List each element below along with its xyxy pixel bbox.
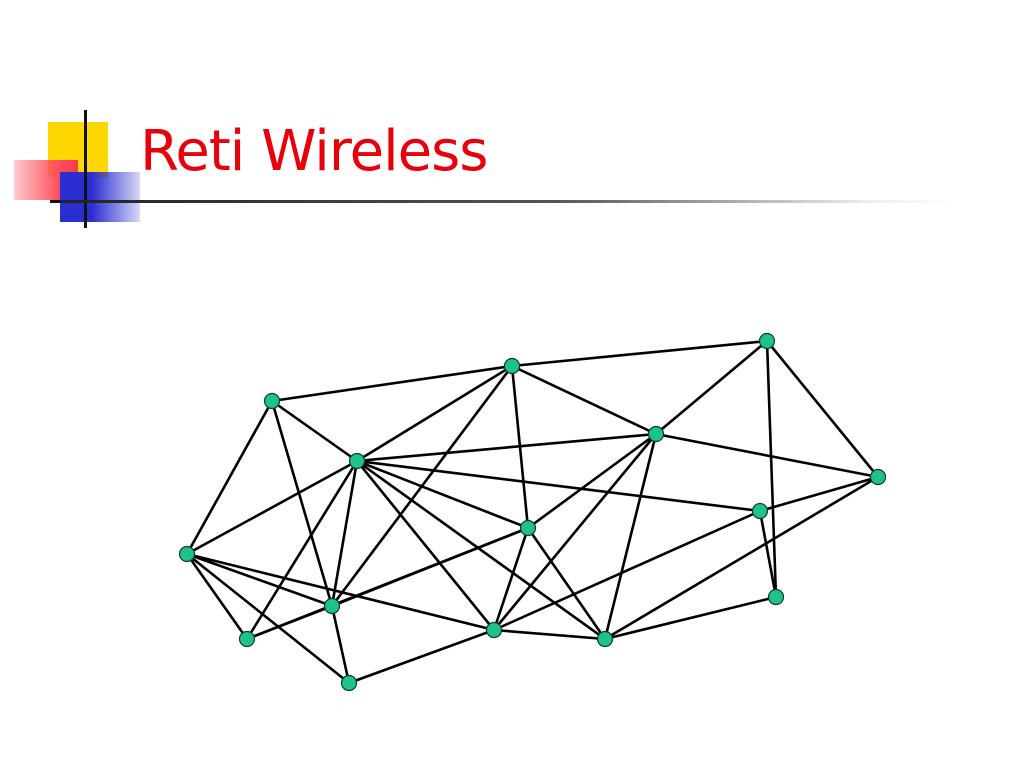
network-nodes xyxy=(178,332,887,692)
network-link-g-k xyxy=(185,553,249,640)
network-link-l-n xyxy=(348,628,495,685)
network-link-a-b xyxy=(271,364,513,403)
network-link-e-m xyxy=(603,433,658,640)
network-link-h-m xyxy=(526,527,607,640)
network-link-d-h xyxy=(356,459,529,530)
network-link-d-i xyxy=(356,459,761,513)
network-node-f xyxy=(869,468,887,486)
network-node-o xyxy=(767,588,785,606)
network-link-l-m xyxy=(493,628,606,641)
network-link-e-l xyxy=(492,433,658,631)
network-link-e-h xyxy=(527,432,657,530)
logo-blue-square xyxy=(60,172,140,222)
network-node-l xyxy=(485,621,503,639)
network-link-g-n xyxy=(186,552,350,685)
network-link-d-e xyxy=(356,432,657,463)
network-node-e xyxy=(647,425,665,443)
network-link-d-m xyxy=(356,459,606,641)
network-node-c xyxy=(758,332,776,350)
network-link-h-k xyxy=(246,526,529,641)
network-link-d-l xyxy=(355,460,496,631)
network-node-i xyxy=(751,502,769,520)
network-link-d-j xyxy=(330,460,359,607)
network-edges xyxy=(185,339,880,685)
network-link-f-m xyxy=(604,475,879,641)
network-link-m-o xyxy=(604,595,777,641)
network-link-h-l xyxy=(492,527,530,631)
network-node-j xyxy=(323,597,341,615)
network-link-g-l xyxy=(186,552,495,632)
network-link-a-d xyxy=(271,399,358,463)
decorative-logo xyxy=(0,100,160,240)
network-node-n xyxy=(340,674,358,692)
network-node-m xyxy=(596,630,614,648)
network-link-g-j xyxy=(186,552,333,608)
network-link-c-f xyxy=(765,340,880,478)
network-link-i-l xyxy=(493,509,761,632)
network-node-h xyxy=(519,519,537,537)
network-node-g xyxy=(178,545,196,563)
network-link-d-k xyxy=(245,460,359,640)
network-link-b-e xyxy=(511,364,657,436)
network-link-d-g xyxy=(186,459,358,556)
slide-title: Reti Wireless xyxy=(140,119,488,184)
network-link-b-c xyxy=(511,339,768,368)
network-node-k xyxy=(238,630,256,648)
network-link-b-d xyxy=(356,364,513,463)
network-link-c-o xyxy=(765,340,778,598)
logo-vertical-line xyxy=(84,110,87,228)
title-underline xyxy=(60,200,960,203)
network-node-d xyxy=(348,452,366,470)
network-link-a-j xyxy=(270,400,334,607)
network-link-i-o xyxy=(758,510,778,598)
network-link-a-g xyxy=(185,400,274,555)
network-link-j-n xyxy=(330,605,351,684)
network-node-a xyxy=(263,392,281,410)
network-link-c-e xyxy=(655,340,768,435)
network-link-e-f xyxy=(655,432,879,479)
network-node-b xyxy=(503,357,521,375)
network-link-f-i xyxy=(759,475,879,513)
